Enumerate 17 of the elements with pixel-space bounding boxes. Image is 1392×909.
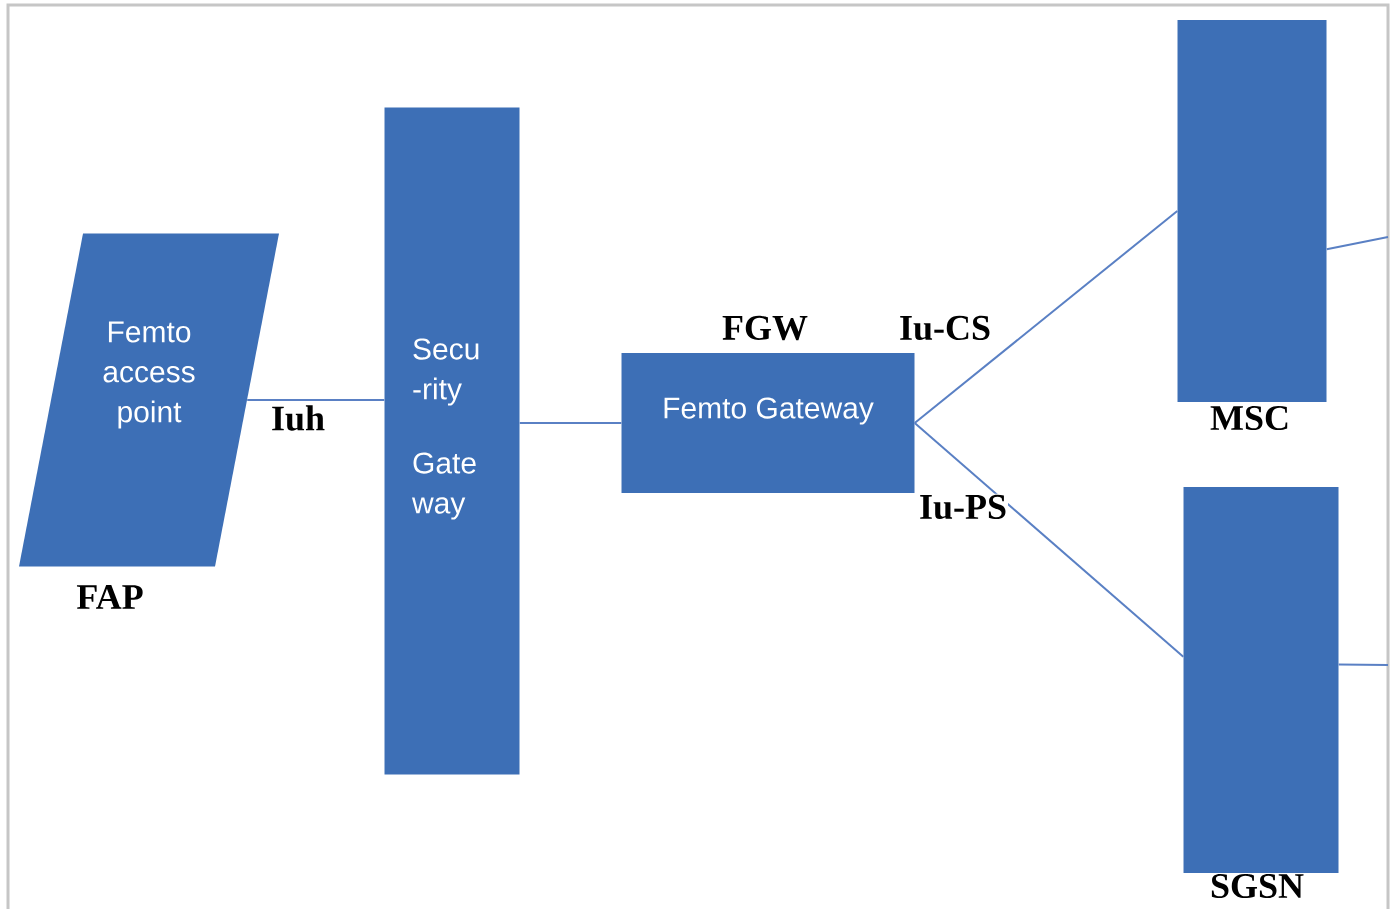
- node-label: FAP: [76, 585, 143, 609]
- box-text: Secu -rity: [413, 338, 479, 406]
- node-label: MSC: [1210, 405, 1288, 431]
- node-label: FGW: [722, 315, 808, 341]
- connector-line: [913, 210, 1179, 424]
- edge-label: Iu-PS: [918, 493, 1008, 521]
- edge-label: Iu-CS: [898, 314, 993, 342]
- box-text: Femto access point: [103, 321, 195, 429]
- edge-label: Iuh: [270, 404, 327, 432]
- box-text: Femto Gateway: [664, 397, 874, 425]
- connector-line: [913, 422, 1185, 658]
- connector-line: [1337, 663, 1389, 666]
- connector-line: [246, 399, 386, 401]
- node-label: SGSN: [1211, 873, 1304, 899]
- connector-line: [518, 422, 623, 424]
- connector-line: [1325, 236, 1389, 251]
- box-text: Gate way: [411, 452, 476, 520]
